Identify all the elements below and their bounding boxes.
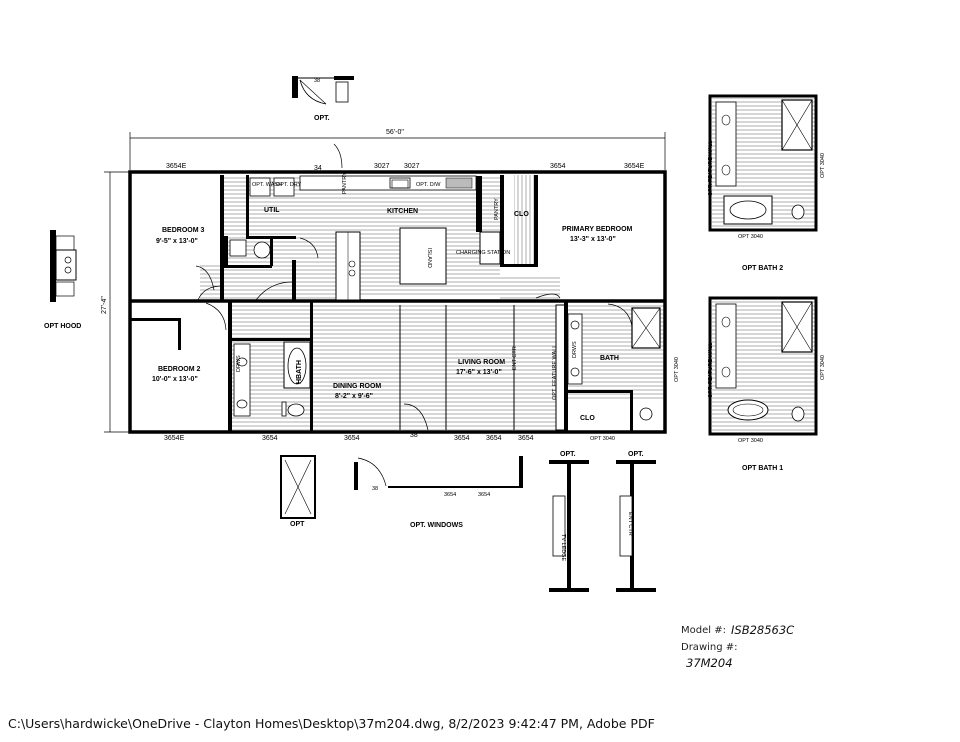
ent-ctr-label: ENT CTR [512, 346, 518, 370]
clo-primary-name: CLO [514, 211, 529, 218]
pantry-label-left: PANTRY [342, 172, 348, 194]
window-label: OPT 3040 [820, 153, 826, 178]
primary-bedroom-name: PRIMARY BEDROOM [562, 226, 633, 233]
window-label: 34 [314, 165, 322, 172]
overall-depth-label: 27'-4" [101, 296, 108, 314]
file-path-footer: C:\Users\hardwicke\OneDrive - Clayton Ho… [8, 716, 655, 731]
window-label: 3654 [344, 435, 360, 442]
room-labels: BEDROOM 3 9'-5" x 13'-0" UTIL KITCHEN CL… [152, 207, 633, 422]
window-label: 3654E [164, 435, 185, 442]
drawing-label: Drawing #: [681, 642, 738, 653]
opt-dry-label: OPT. DRY [276, 182, 302, 188]
window-labels: 3654E 34 3027 3027 3654 3654E 3654E 3654… [164, 163, 680, 442]
window-label: 3654E [624, 163, 645, 170]
opt-shower-label: OPT [290, 521, 305, 528]
hbath-drws-label: DRWS [236, 355, 242, 372]
feature-wall-label: OPT. FEATURE WALL [708, 141, 714, 196]
bath-name: BATH [600, 355, 619, 362]
opt-door-detail: 38 OPT. [292, 76, 354, 122]
model-label: Model #: [681, 625, 726, 636]
window-label: 3027 [374, 163, 390, 170]
kitchen-name: KITCHEN [387, 208, 418, 215]
overall-width-label: 56'-0" [386, 129, 404, 136]
opt-wash-label: OPT. WASH [252, 182, 282, 188]
opt-door-size: 38 [314, 78, 320, 84]
bath-drws-label: DRWS [572, 341, 578, 358]
window-label: OPT 3040 [738, 438, 763, 444]
living-room-size: 17'-6" x 13'-0" [456, 369, 502, 376]
bedroom2-name: BEDROOM 2 [158, 366, 201, 373]
opt-shower-detail: OPT [280, 455, 316, 528]
living-room-name: LIVING ROOM [458, 359, 505, 366]
fixture-labels: OPT. WASH OPT. DRY PANTRY PANTRY OPT. D/… [236, 172, 578, 400]
window-label: 3654 [486, 435, 502, 442]
window-label: 3654 [262, 435, 278, 442]
bedroom3-size: 9'-5" x 13'-0" [156, 238, 198, 245]
opt-window-size: 38 [372, 486, 378, 492]
util-name: UTIL [264, 207, 280, 214]
opt-dw-label: OPT. D/W [416, 182, 441, 188]
opt-windows-detail: 38 3654 3654 OPT. WINDOWS [354, 456, 523, 529]
opt-bath-2-detail: OPT. FEATURE WALL OPT 3040 OPT 3040 OPT … [708, 94, 826, 272]
window-label: 3654 [518, 435, 534, 442]
island-label: ISLAND [426, 248, 432, 268]
window-label: 3654 [454, 435, 470, 442]
window-label: OPT 3040 [738, 234, 763, 240]
hbath-name: HBATH [296, 360, 303, 384]
window-label: 3027 [404, 163, 420, 170]
feature-wall-label: OPT. FEATURE WALL [552, 345, 558, 400]
window-label: OPT 3040 [590, 436, 615, 442]
ent-ctr-detail-label: ENT CTR [627, 512, 633, 536]
window-label: OPT 3040 [674, 357, 680, 382]
charging-station-label: CHARGING STATION [456, 250, 510, 256]
opt-bath-2-label: OPT BATH 2 [742, 265, 783, 272]
opt-ent-ctr-detail: OPT. ENT CTR [616, 451, 656, 592]
drawing-value: 37M204 [686, 656, 733, 670]
tv-ledge-label: TV LEDGE [560, 534, 566, 562]
opt-tv-ledge-detail: OPT. TV LEDGE [549, 451, 589, 592]
opt-hood-label: OPT HOOD [44, 323, 81, 330]
overall-width-dimension: 56'-0" [129, 129, 666, 170]
model-value: ISB28563C [731, 623, 795, 637]
opt-window-size: 3654 [444, 492, 456, 498]
overall-depth-dimension: 27'-4" [101, 171, 130, 433]
pantry-label-right: PANTRY [494, 198, 500, 220]
window-label: OPT 3040 [820, 355, 826, 380]
bedroom3-name: BEDROOM 3 [162, 227, 205, 234]
opt-ent-ctr-label: OPT. [628, 451, 644, 458]
clo-bath-name: CLO [580, 415, 595, 422]
dining-room-name: DINING ROOM [333, 383, 381, 390]
main-house [128, 143, 667, 434]
feature-wall-label: OPT. FEATURE WALL [708, 343, 714, 398]
window-label: 3654 [550, 163, 566, 170]
window-label: 38 [410, 432, 418, 439]
opt-door-label: OPT. [314, 115, 330, 122]
opt-hood-detail: OPT HOOD [44, 230, 81, 330]
opt-bath-1-detail: OPT. FEATURE WALL OPT 3040 OPT 3040 OPT … [708, 296, 826, 472]
window-label: 3654E [166, 163, 187, 170]
opt-bath-1-label: OPT BATH 1 [742, 465, 783, 472]
bedroom2-size: 10'-0" x 13'-0" [152, 376, 198, 383]
opt-windows-label: OPT. WINDOWS [410, 522, 463, 529]
opt-window-size: 3654 [478, 492, 490, 498]
dining-room-size: 8'-2" x 9'-6" [335, 393, 373, 400]
primary-bedroom-size: 13'-3" x 13'-0" [570, 236, 616, 243]
opt-tv-ledge-label: OPT. [560, 451, 576, 458]
